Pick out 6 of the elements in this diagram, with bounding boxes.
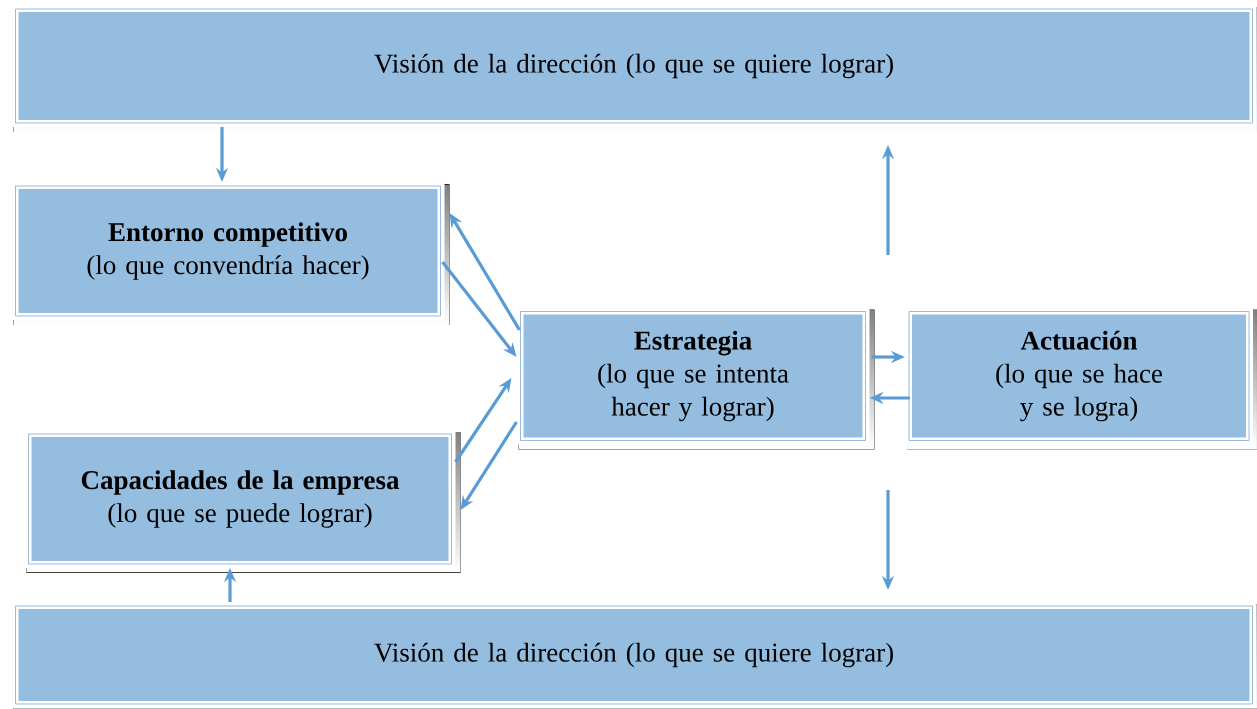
banner-box: Visión de la dirección (lo que se quiere lograr) bbox=[11, 602, 1257, 709]
process-box: Estrategia (lo que se intenta hacer y lograr) bbox=[516, 307, 875, 450]
process-box: Capacidades de la empresa (lo que se puede lograr) bbox=[24, 430, 461, 573]
process-box: Entorno competitivo (lo que convendría hacer) bbox=[11, 182, 450, 325]
banner-box: Visión de la dirección (lo que se quiere lograr) bbox=[11, 5, 1257, 132]
process-box: Actuación (lo que se hace y se logra) bbox=[905, 307, 1257, 450]
